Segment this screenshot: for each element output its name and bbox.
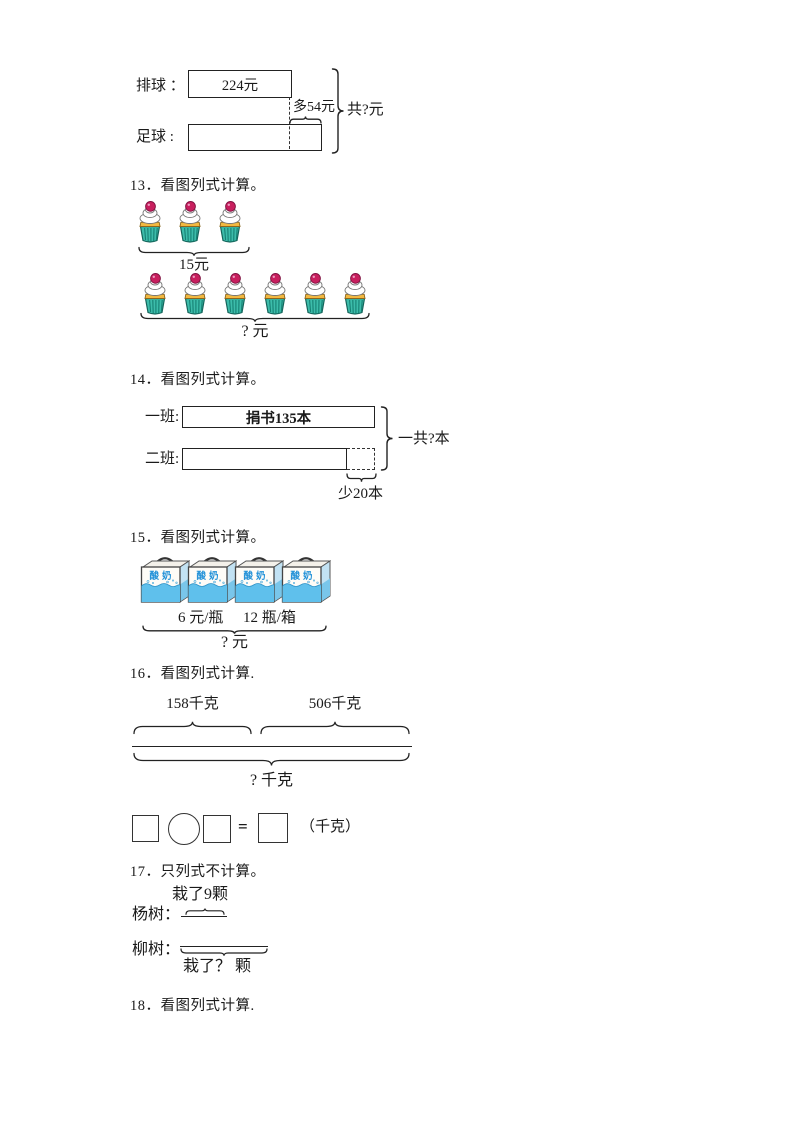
p12-more-brace <box>289 116 322 124</box>
p17-poplar-line <box>181 916 227 917</box>
p14-class2-label: 二班: <box>145 451 180 467</box>
p14-class1-text: 捐书135本 <box>245 410 312 427</box>
yogurt-box-label: 酸奶 <box>149 572 175 582</box>
yogurt-box: 酸奶 <box>281 556 332 604</box>
p15-yogurt-boxes: 酸奶 酸奶 酸奶 酸奶 <box>140 556 332 604</box>
p16-equals-sign: = <box>238 817 248 836</box>
p16-right-label: 506千克 <box>308 696 362 712</box>
cupcake-icon <box>224 272 246 315</box>
p13-cupcake-group2 <box>140 272 370 316</box>
p15-question-label: ? 元 <box>220 634 249 651</box>
p14-total-brace <box>380 406 393 471</box>
p14-less-brace <box>346 473 377 482</box>
p14-class2-missing-segment <box>347 448 375 470</box>
p16-operator-circle <box>168 813 200 845</box>
cupcake-icon <box>344 272 366 315</box>
p17-willow-brace <box>180 948 268 956</box>
p12-total-brace <box>331 68 344 154</box>
p14-class1-bar: 捐书135本 <box>182 406 375 428</box>
cupcake-icon <box>219 200 241 243</box>
p16-total-brace <box>133 752 410 766</box>
yogurt-box: 酸奶 <box>140 556 191 604</box>
p17-poplar-label: 杨树： <box>132 906 181 923</box>
yogurt-box-label: 酸奶 <box>243 572 269 582</box>
p15-total-brace <box>142 625 327 634</box>
p14-less-label: 少20本 <box>338 486 384 502</box>
p12-volleyball-value: 224元 <box>221 77 259 94</box>
p12-football-label: 足球 : <box>136 129 174 145</box>
yogurt-box: 酸奶 <box>187 556 238 604</box>
cupcake-icon <box>184 272 206 315</box>
p14-total-label: 一共?本 <box>398 431 450 447</box>
p14-class1-label: 一班: <box>145 409 180 425</box>
cupcake-icon <box>179 200 201 243</box>
p13-group1-brace <box>138 246 250 256</box>
p17-willow-label: 柳树： <box>132 941 181 958</box>
p13-heading: 13．看图列式计算。 <box>130 178 266 194</box>
p16-total-label: ? 千克 <box>249 772 294 789</box>
p18-heading: 18．看图列式计算. <box>130 998 255 1014</box>
yogurt-box: 酸奶 <box>234 556 285 604</box>
p13-group2-brace <box>140 312 370 322</box>
p17-willow-note: 栽了？ 颗 <box>183 958 252 975</box>
p17-willow-line <box>180 946 268 947</box>
yogurt-box-label: 酸奶 <box>290 572 316 582</box>
cupcake-icon <box>264 272 286 315</box>
p16-unit-label: （千克） <box>300 819 361 835</box>
p16-left-brace <box>133 721 252 735</box>
p16-answer-square-3 <box>258 813 288 843</box>
cupcake-icon <box>139 200 161 243</box>
p13-group2-price: ? 元 <box>241 323 269 340</box>
p14-heading: 14．看图列式计算。 <box>130 372 266 388</box>
cupcake-icon <box>144 272 166 315</box>
p17-poplar-brace <box>185 908 225 915</box>
p13-group1-price: 15元 <box>178 257 209 273</box>
p12-football-bar <box>188 124 322 151</box>
p16-answer-square-1 <box>132 815 159 842</box>
p16-number-line <box>132 746 412 747</box>
p12-volleyball-label: 排球 ： <box>136 78 185 94</box>
cupcake-icon <box>304 272 326 315</box>
p15-unit-price: 6 元/瓶 <box>178 610 224 626</box>
p15-per-box: 12 瓶/箱 <box>243 610 296 626</box>
p14-class2-bar <box>182 448 347 470</box>
p16-answer-square-2 <box>203 815 231 843</box>
p16-right-brace <box>260 721 410 735</box>
p17-heading: 17．只列式不计算。 <box>130 864 266 880</box>
p15-heading: 15．看图列式计算。 <box>130 530 266 546</box>
yogurt-box-label: 酸奶 <box>196 572 222 582</box>
p16-left-label: 158千克 <box>166 696 219 712</box>
p16-heading: 16．看图列式计算. <box>130 666 255 682</box>
p12-total-label: 共?元 <box>347 102 384 118</box>
p17-poplar-note: 栽了9颗 <box>172 886 229 903</box>
p12-volleyball-bar: 224元 <box>188 70 292 98</box>
p13-cupcake-group1 <box>135 200 245 244</box>
p12-more-label: 多54元 <box>293 100 335 115</box>
